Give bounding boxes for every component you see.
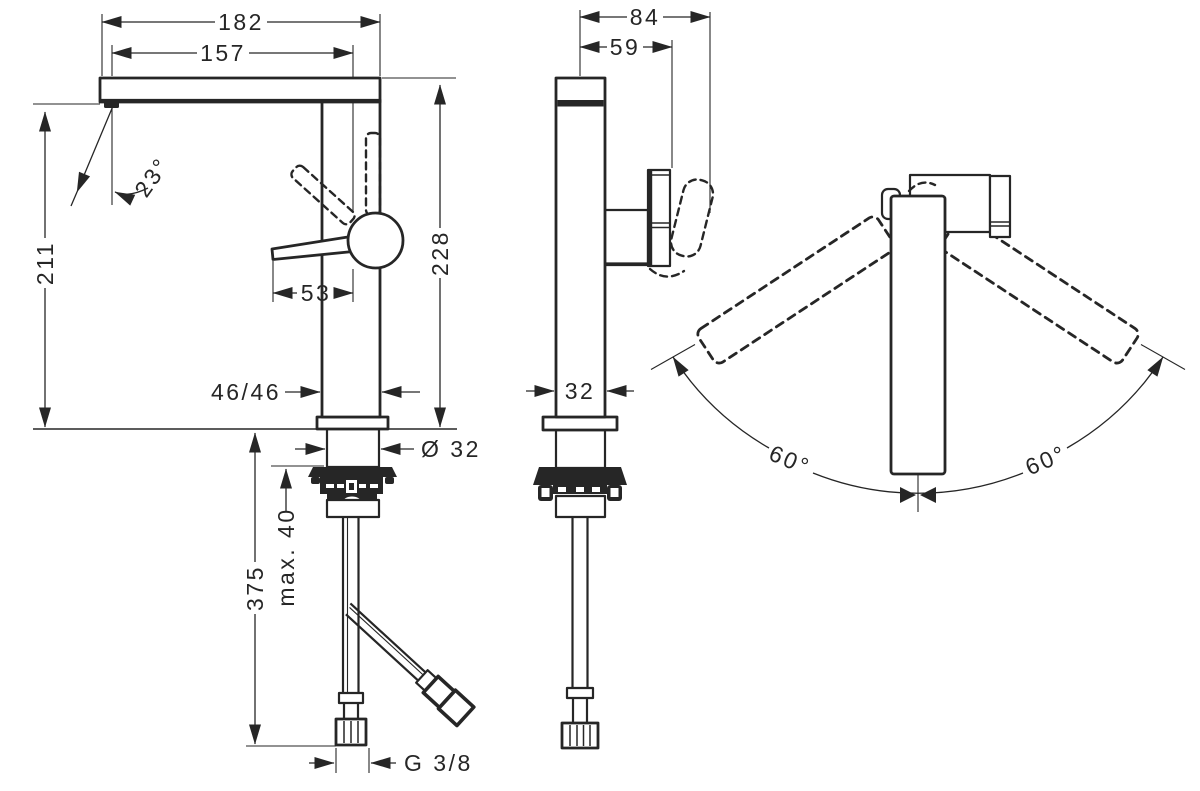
side-spout-underside — [557, 100, 604, 107]
dim-body-width: 32 — [526, 378, 634, 404]
side-hose-connector-nut — [560, 721, 600, 750]
side-nut-notch — [558, 487, 566, 492]
threaded-shank-upper — [325, 427, 381, 469]
top-spout-center — [889, 194, 947, 476]
side-washer-tab-hole — [610, 488, 619, 497]
dim-hose-length: 375 — [242, 432, 336, 747]
handle-knob — [346, 211, 405, 270]
nut-notch — [326, 484, 334, 488]
swivel-left-label: 60° — [765, 440, 814, 480]
side-shank-upper — [554, 428, 607, 470]
dim-handle-depth: 59 — [579, 34, 673, 168]
side-handle-alt-tail — [648, 267, 686, 278]
side-nut-notch — [576, 487, 584, 492]
center-mark-right — [920, 487, 936, 503]
threaded-shank-lower — [325, 498, 381, 519]
dim-total-height: 228 — [382, 77, 456, 428]
dim-shank-diameter: Ø 32 — [295, 436, 481, 462]
dim-spout-angle: 23° — [70, 105, 175, 207]
side-shank-lower — [554, 494, 607, 519]
handle-lever-alt-up — [364, 131, 382, 217]
handle-length-label: 53 — [301, 280, 332, 306]
side-body — [554, 76, 607, 419]
dim-body-section: 46/46 — [211, 379, 420, 405]
handle-depth-label: 59 — [610, 34, 641, 60]
dim-spout-height: 211 — [32, 103, 100, 428]
mounting-washer — [308, 467, 397, 477]
washer-end-left — [311, 477, 320, 484]
spout-position-left-dashed — [696, 215, 896, 365]
swivel-right-label: 60° — [1021, 440, 1070, 480]
nut-notch — [337, 484, 344, 488]
supply-hose-angled — [345, 602, 476, 728]
dim-connection-thread: G 3/8 — [309, 748, 473, 776]
total-width-label: 182 — [218, 9, 264, 35]
aerator — [104, 102, 119, 108]
nut-center-pin — [349, 483, 354, 490]
nut-notch — [359, 484, 366, 488]
max-mounting-label: max. 40 — [273, 507, 299, 606]
dim-total-depth: 84 — [579, 4, 711, 213]
connection-thread-label: G 3/8 — [404, 750, 473, 776]
supply-hose-vertical — [334, 517, 368, 747]
total-depth-label: 84 — [630, 4, 661, 30]
side-handle-knob — [646, 168, 672, 268]
top-knob-dashed-arc — [907, 181, 937, 193]
body-width-label: 32 — [565, 378, 596, 404]
body-section-label: 46/46 — [211, 379, 281, 405]
washer-end-right — [385, 477, 394, 484]
top-view: 60° 60° — [650, 173, 1186, 512]
side-washer-tab-hole — [541, 488, 550, 497]
side-nut-notch — [592, 487, 600, 492]
handle-lever-alt-diagonal — [290, 164, 356, 226]
nut-notch — [370, 484, 378, 488]
side-handle-base — [602, 208, 650, 267]
spout-position-right-dashed — [940, 215, 1140, 365]
side-handle-alt-dashed — [669, 178, 715, 258]
stream-angle-line — [76, 105, 114, 193]
side-washer — [533, 467, 627, 485]
side-hose-collar — [565, 686, 595, 700]
spout-height-label: 211 — [32, 241, 58, 285]
spout-angle-label: 23° — [129, 152, 175, 202]
side-view: 84 59 32 — [526, 4, 715, 750]
hose-collar — [337, 691, 365, 705]
dim-spout-reach: 157 — [111, 40, 354, 76]
spout — [98, 76, 382, 104]
spout-reach-label: 157 — [200, 40, 246, 66]
center-mark-left — [900, 487, 916, 503]
side-supply-hose — [560, 517, 600, 750]
top-handle-grip — [988, 174, 1012, 239]
front-view: 182 157 211 23° 228 — [32, 9, 481, 776]
dim-max-mounting: max. 40 — [271, 465, 324, 607]
total-height-label: 228 — [427, 230, 453, 276]
hose-length-label: 375 — [242, 565, 268, 611]
shank-diameter-label: Ø 32 — [421, 436, 481, 462]
dim-total-width: 182 — [101, 9, 381, 76]
dim-handle-length: 53 — [272, 261, 354, 306]
mounting-flange — [315, 415, 390, 431]
side-flange — [541, 415, 619, 432]
